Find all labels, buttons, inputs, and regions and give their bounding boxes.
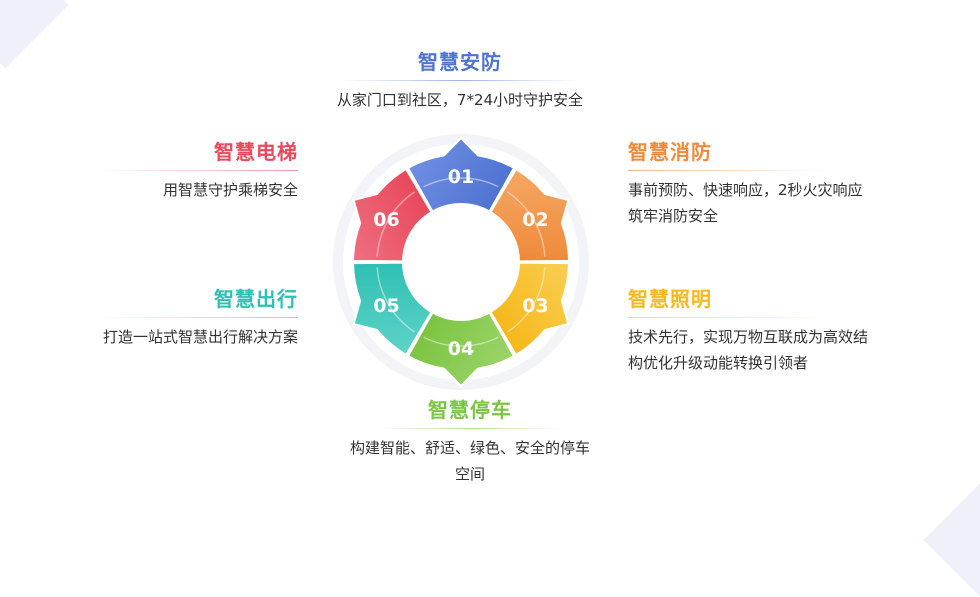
segment-arc-highlight [507,267,546,333]
segment-arc-highlight [507,191,546,257]
item-fire: 智慧消防 事前预防、快速响应，2秒火灾响应 筑牢消防安全 [628,138,928,229]
segment-arc-highlight [423,177,499,188]
title-underline [98,317,298,318]
ring-segment-04 [406,311,516,388]
item-desc-line: 技术先行，实现万物互联成为高效结 [628,328,869,346]
item-desc-line: 构优化升级动能转换引领者 [628,354,809,372]
item-title: 智慧电梯 [214,140,298,164]
item-desc-line: 事前预防、快速响应，2秒火灾响应 [628,181,863,199]
ring-segment-01 [406,136,516,213]
ring-diagram: 01 02 03 04 05 06 [333,134,589,390]
segment-number: 05 [373,295,399,317]
segment-number: 06 [373,209,399,231]
item-title: 智慧安防 [418,50,502,74]
item-desc-line: 筑牢消防安全 [628,207,719,225]
item-title: 智慧消防 [628,140,712,164]
ring-segment-06 [351,167,433,263]
segment-number: 03 [522,295,548,317]
item-title: 智慧照明 [628,287,712,311]
item-travel: 智慧出行 打造一站式智慧出行解决方案 [40,285,298,350]
item-desc-line: 空间 [454,465,485,483]
segment-number: 01 [448,166,474,188]
item-desc-line: 从家门口到社区，7*24小时守护安全 [336,91,584,109]
segment-arc-highlight [376,267,415,333]
title-underline [628,317,828,318]
ring-segment-02 [489,167,571,263]
segment-number: 02 [522,209,548,231]
item-desc-line: 构建智能、舒适、绿色、安全的停车 [349,439,590,457]
item-lighting: 智慧照明 技术先行，实现万物互联成为高效结 构优化升级动能转换引领者 [628,285,938,376]
segment-arc-highlight [376,191,415,257]
title-underline [380,428,560,429]
ring-center [404,205,518,319]
segment-arc-highlight [423,336,499,347]
item-desc-line: 用智慧守护乘梯安全 [162,181,298,199]
title-underline [100,170,298,171]
item-security: 智慧安防 从家门口到社区，7*24小时守护安全 [280,48,640,113]
title-underline [628,170,828,171]
item-title: 智慧出行 [214,287,298,311]
ring-segment-05 [351,261,433,357]
item-desc-line: 打造一站式智慧出行解决方案 [102,328,298,346]
title-underline [340,80,580,81]
item-elevator: 智慧电梯 用智慧守护乘梯安全 [100,138,298,203]
item-title: 智慧停车 [428,398,512,422]
ring-segment-03 [489,261,571,357]
item-parking: 智慧停车 构建智能、舒适、绿色、安全的停车 空间 [320,396,620,487]
segment-number: 04 [448,338,474,360]
